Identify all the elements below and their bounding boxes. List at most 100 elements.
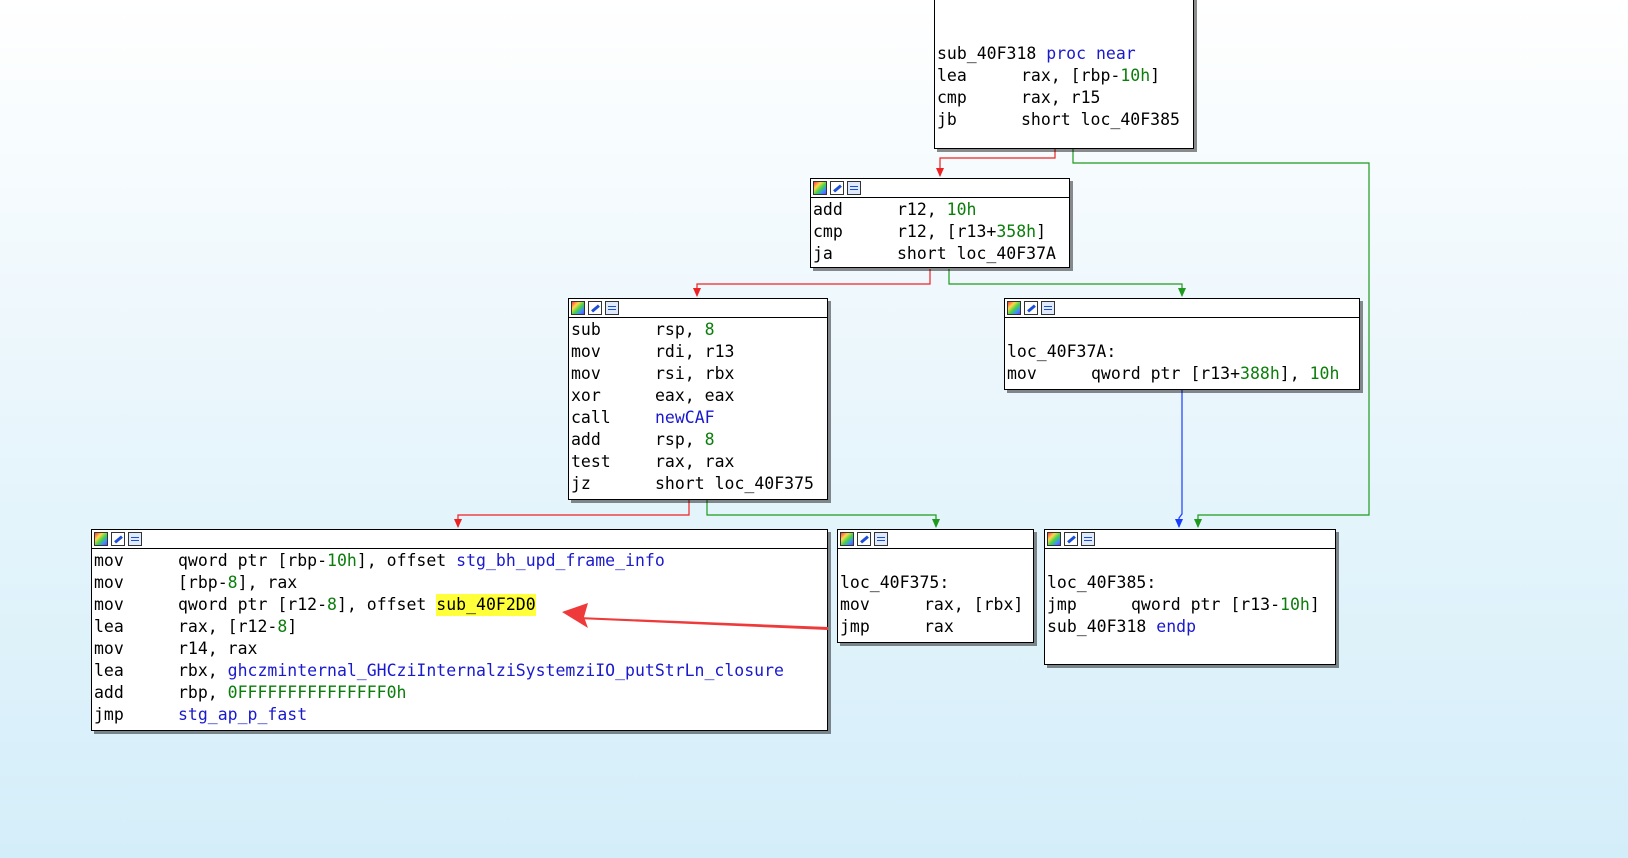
rename-pencil-icon[interactable] [830, 181, 844, 195]
color-palette-icon[interactable] [1047, 532, 1061, 546]
node-toolbar [838, 530, 1033, 549]
operand-text[interactable]: stg_bh_upd_frame_info [456, 551, 665, 570]
operand-text: loc_40F37A: [1007, 342, 1117, 361]
edge-false[interactable] [696, 269, 931, 296]
asm-line[interactable]: sub_40F318 endp [1047, 616, 1333, 638]
operand-text: rax [924, 617, 954, 636]
highlighted-symbol[interactable]: sub_40F2D0 [436, 594, 536, 616]
graph-overview-icon[interactable] [1041, 301, 1055, 315]
operand-text[interactable]: newCAF [655, 408, 715, 427]
operand-text: 388h [1240, 364, 1280, 383]
rename-pencil-icon[interactable] [1064, 532, 1078, 546]
edge-arrowhead [932, 519, 940, 528]
mnemonic: mov [571, 342, 601, 361]
graph-overview-icon[interactable] [847, 181, 861, 195]
operand-text: loc_40F385: [1047, 573, 1157, 592]
edge-true[interactable] [1072, 149, 1370, 527]
operand-text[interactable]: endp [1156, 617, 1197, 636]
edge-false[interactable] [457, 500, 690, 527]
color-palette-icon[interactable] [840, 532, 854, 546]
edge-true[interactable] [706, 500, 937, 527]
rename-pencil-icon[interactable] [1024, 301, 1038, 315]
operand-text[interactable]: stg_ap_p_fast [178, 705, 308, 724]
operand-text: short loc_40F375 [655, 474, 814, 493]
operand-text: rsp, [655, 320, 705, 339]
mnemonic: ja [813, 244, 833, 263]
mnemonic: jmp [94, 705, 124, 724]
operand-text: 8 [704, 430, 715, 449]
operand-text: r14, rax [178, 639, 258, 658]
operand-text[interactable]: proc near [1046, 44, 1136, 63]
operand-text: r12, [897, 200, 947, 219]
mnemonic: mov [94, 595, 124, 614]
graph-overview-icon[interactable] [1081, 532, 1095, 546]
operand-text: loc_40F375: [840, 573, 950, 592]
mnemonic: jb [937, 110, 957, 129]
asm-line[interactable]: loc_40F375: [840, 572, 1031, 594]
operand-text: 8 [227, 573, 238, 592]
asm-line[interactable]: loc_40F37A: [1007, 341, 1357, 363]
asm-line[interactable]: loc_40F385: [1047, 572, 1333, 594]
color-palette-icon[interactable] [813, 181, 827, 195]
edge-arrowhead [454, 519, 462, 528]
color-palette-icon[interactable] [94, 532, 108, 546]
edge-unconditional[interactable] [1178, 389, 1183, 527]
edge-true[interactable] [948, 269, 1183, 296]
rename-pencil-icon[interactable] [111, 532, 125, 546]
mnemonic: call [571, 408, 611, 427]
mnemonic: mov [840, 595, 870, 614]
edge-false[interactable] [939, 149, 1056, 176]
graph-overview-icon[interactable] [128, 532, 142, 546]
operand-text: rax, rax [655, 452, 735, 471]
rename-pencil-icon[interactable] [857, 532, 871, 546]
mnemonic: xor [571, 386, 601, 405]
asm-line[interactable]: mov[rbp-8], rax [94, 572, 825, 594]
operand-text: 8 [704, 320, 715, 339]
mnemonic: lea [94, 617, 124, 636]
graph-overview-icon[interactable] [605, 301, 619, 315]
asm-line[interactable]: call newCAF [571, 407, 825, 429]
operand-text: ], rax [237, 573, 298, 592]
operand-text[interactable]: ghczminternal_GHCziInternalziSystemziIO_… [227, 661, 784, 680]
asm-line[interactable]: jmp stg_ap_p_fast [94, 704, 825, 726]
graph-overview-icon[interactable] [874, 532, 888, 546]
mnemonic: mov [1007, 364, 1037, 383]
rename-pencil-icon[interactable] [588, 301, 602, 315]
color-palette-icon[interactable] [571, 301, 585, 315]
mnemonic: mov [571, 364, 601, 383]
color-palette-icon[interactable] [1007, 301, 1021, 315]
asm-line[interactable]: sub_40F318 proc near [937, 43, 1191, 65]
